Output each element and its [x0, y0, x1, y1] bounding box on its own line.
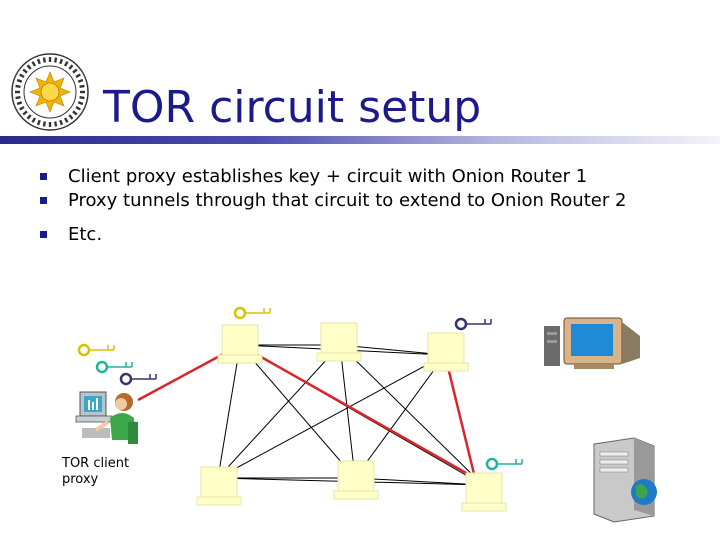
slide-title: TOR circuit setup — [103, 82, 482, 133]
seal-letter-mark — [36, 58, 41, 65]
seal-letter-mark — [59, 119, 64, 126]
client-caption: TOR client proxy — [62, 456, 130, 487]
seal-letter-mark — [15, 90, 20, 94]
router-node — [461, 472, 507, 512]
seal-letter-mark — [31, 117, 37, 123]
seal-letter-mark — [75, 105, 81, 111]
seal-letter-mark — [63, 61, 69, 67]
seal-letter-mark — [68, 114, 74, 120]
seal-letter-mark — [15, 96, 21, 100]
link-line — [339, 344, 484, 486]
seal-letter-mark — [22, 68, 28, 74]
link-line — [217, 344, 341, 479]
key-icon — [119, 372, 157, 386]
seal-letter-mark — [15, 84, 21, 88]
link-line — [339, 344, 356, 479]
seal-letter-mark — [72, 110, 78, 116]
seal-letter-mark — [26, 114, 32, 120]
seal-letter-mark — [36, 119, 41, 126]
seal-letter-mark — [59, 58, 64, 65]
square-bullet-icon — [40, 173, 47, 180]
seal-letter-mark — [22, 110, 28, 116]
bullet-text: Etc. — [68, 224, 103, 245]
router-node — [196, 466, 242, 506]
link-line — [354, 477, 484, 486]
bullet-item: Client proxy establishes key + circuit w… — [40, 165, 587, 189]
router-node — [316, 322, 362, 362]
seal-letter-mark — [68, 64, 74, 70]
key-icon — [233, 306, 271, 320]
bullet-text: Proxy tunnels through that circuit to ex… — [68, 190, 627, 211]
key-icon — [485, 457, 523, 471]
seal-letter-mark — [31, 61, 37, 67]
link-line — [217, 354, 446, 479]
key-icon — [95, 360, 133, 374]
bullet-item: Etc. — [40, 223, 102, 247]
title-underline — [0, 136, 720, 144]
link-line — [217, 344, 241, 479]
key-icon — [454, 317, 492, 331]
seal-letter-mark — [42, 121, 46, 127]
seal-letter-mark — [77, 101, 84, 106]
user-at-computer-icon — [75, 391, 138, 444]
seal-letter-mark — [79, 84, 85, 88]
seal-letter-mark — [19, 105, 25, 111]
seal-letter-mark — [72, 68, 78, 74]
router-node — [333, 460, 379, 500]
bullet-item: Proxy tunnels through that circuit to ex… — [40, 189, 626, 213]
square-bullet-icon — [40, 197, 47, 204]
seal-letter-mark — [42, 57, 46, 63]
seal-letter-mark — [79, 96, 85, 100]
link-line — [354, 354, 446, 479]
square-bullet-icon — [40, 231, 47, 238]
seal-letter-mark — [48, 122, 52, 127]
seal-letter-mark — [26, 64, 32, 70]
desktop-computer-icon — [544, 317, 640, 369]
key-icon — [77, 343, 115, 357]
seal-letter-mark — [54, 57, 58, 63]
bullet-text: Client proxy establishes key + circuit w… — [68, 166, 588, 187]
seal-letter-mark — [16, 78, 23, 83]
server-globe-icon — [593, 437, 657, 523]
seal-letter-mark — [75, 73, 81, 79]
seal-letter-mark — [54, 121, 58, 127]
link-line — [239, 344, 356, 479]
seal-letter-mark — [63, 117, 69, 123]
seal-letter-mark — [16, 101, 23, 106]
seal-letter-mark — [19, 73, 25, 79]
router-node — [217, 324, 263, 364]
seal-letter-mark — [77, 78, 84, 83]
seal-letter-mark — [48, 57, 52, 62]
seal-letter-mark — [80, 90, 85, 94]
router-node — [423, 332, 469, 372]
